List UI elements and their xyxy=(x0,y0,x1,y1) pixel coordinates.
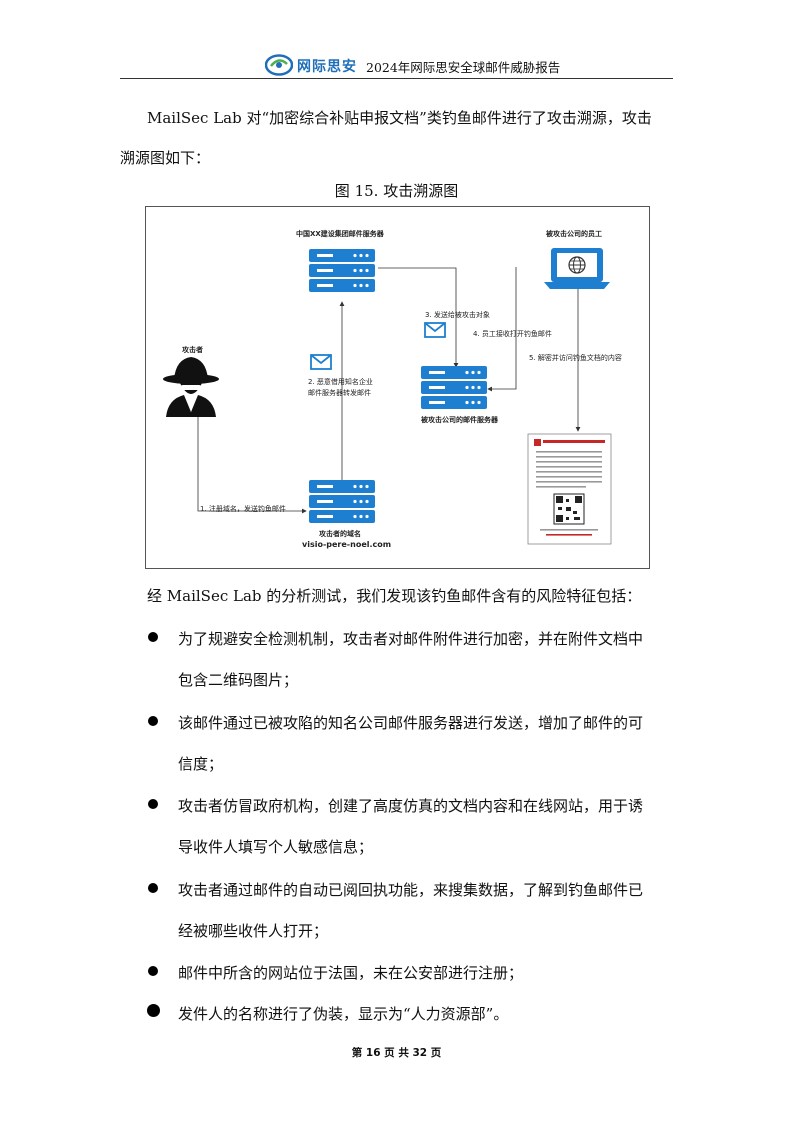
step-4-label: 4. 员工接收打开钓鱼邮件 xyxy=(473,330,552,338)
page-number: 第 16 页 共 32 页 xyxy=(351,1047,442,1059)
bullet-marker xyxy=(148,799,158,809)
report-title: 2024年网际思安全球邮件威胁报告 xyxy=(366,60,561,75)
diagram-graphics xyxy=(163,248,612,545)
bullet-2-line-2: 信度； xyxy=(178,755,224,773)
victim-server-label: 被攻击公司的邮件服务器 xyxy=(421,416,498,424)
bullet-4-line-1: 攻击者通过邮件的自动已阅回执功能，来搜集数据，了解到钓鱼邮件已 xyxy=(178,881,644,899)
victim-mail-server-icon xyxy=(421,366,487,409)
mail-icon xyxy=(424,322,446,338)
intro-line-2: 溯源图如下： xyxy=(120,149,211,167)
bullet-1-line-1: 为了规避安全检测机制，攻击者对邮件附件进行加密，并在附件文档中 xyxy=(178,630,644,648)
step-2-label-line-2: 邮件服务器转发邮件 xyxy=(308,389,371,397)
mail-icon xyxy=(310,354,332,370)
attacker-domain-server-icon xyxy=(309,480,375,523)
bullet-1-line-2: 包含二维码图片； xyxy=(178,671,299,689)
bullet-3-line-1: 攻击者仿冒政府机构，创建了高度仿真的文档内容和在线网站，用于诱 xyxy=(178,797,644,815)
step-5-label: 5. 解密并访问钓鱼文档的内容 xyxy=(529,354,622,362)
bullet-6-line-1: 发件人的名称进行了伪装，显示为“人力资源部”。 xyxy=(178,1005,509,1023)
page-header: 网际思安 2024年网际思安全球邮件威胁报告 xyxy=(120,54,673,78)
bullet-2-line-1: 该邮件通过已被攻陷的知名公司邮件服务器进行发送，增加了邮件的可 xyxy=(178,714,644,732)
header-divider xyxy=(120,78,673,79)
attacker-label: 攻击者 xyxy=(182,346,203,354)
bullet-marker xyxy=(147,1004,160,1017)
bullet-marker xyxy=(148,632,158,642)
figure-title: 图 15. 攻击溯源图 xyxy=(334,182,459,200)
company-logo-icon xyxy=(265,54,293,76)
laptop-icon xyxy=(544,248,610,289)
attack-trace-diagram: 中国XX建设集团邮件服务器 被攻击公司的员工 攻击者 1. 注册域名，发送钓鱼邮… xyxy=(145,206,650,569)
bullet-3-line-2: 导收件人填写个人敏感信息； xyxy=(178,838,374,856)
attacker-domain-name: visio-pere-noel.com xyxy=(302,540,392,549)
bullet-marker xyxy=(148,716,158,726)
line-step-3 xyxy=(378,267,459,368)
intro-line-1: MailSec Lab 对“加密综合补贴申报文档”类钓鱼邮件进行了攻击溯源，攻击 xyxy=(147,109,652,127)
bullet-5-line-1: 邮件中所含的网站位于法国，未在公安部进行注册； xyxy=(178,964,524,982)
brand-name: 网际思安 xyxy=(297,59,357,75)
employee-label: 被攻击公司的员工 xyxy=(546,230,602,238)
relay-mail-server-icon xyxy=(309,249,375,292)
step-1-label: 1. 注册域名，发送钓鱼邮件 xyxy=(200,505,286,513)
phishing-document-thumbnail xyxy=(527,433,612,545)
step-3-label: 3. 发送给被攻击对象 xyxy=(425,311,490,319)
attacker-domain-label: 攻击者的域名 xyxy=(319,530,361,538)
analysis-intro: 经 MailSec Lab 的分析测试，我们发现该钓鱼邮件含有的风险特征包括： xyxy=(147,587,642,605)
line-step-4 xyxy=(487,267,517,392)
bullet-4-line-2: 经被哪些收件人打开； xyxy=(178,922,329,940)
relay-server-label: 中国XX建设集团邮件服务器 xyxy=(296,230,384,238)
line-step-1 xyxy=(197,417,307,514)
bullet-marker xyxy=(148,966,158,976)
step-2-label-line-1: 2. 恶意借用知名企业 xyxy=(308,378,373,386)
bullet-marker xyxy=(148,883,158,893)
hacker-icon xyxy=(163,357,219,417)
